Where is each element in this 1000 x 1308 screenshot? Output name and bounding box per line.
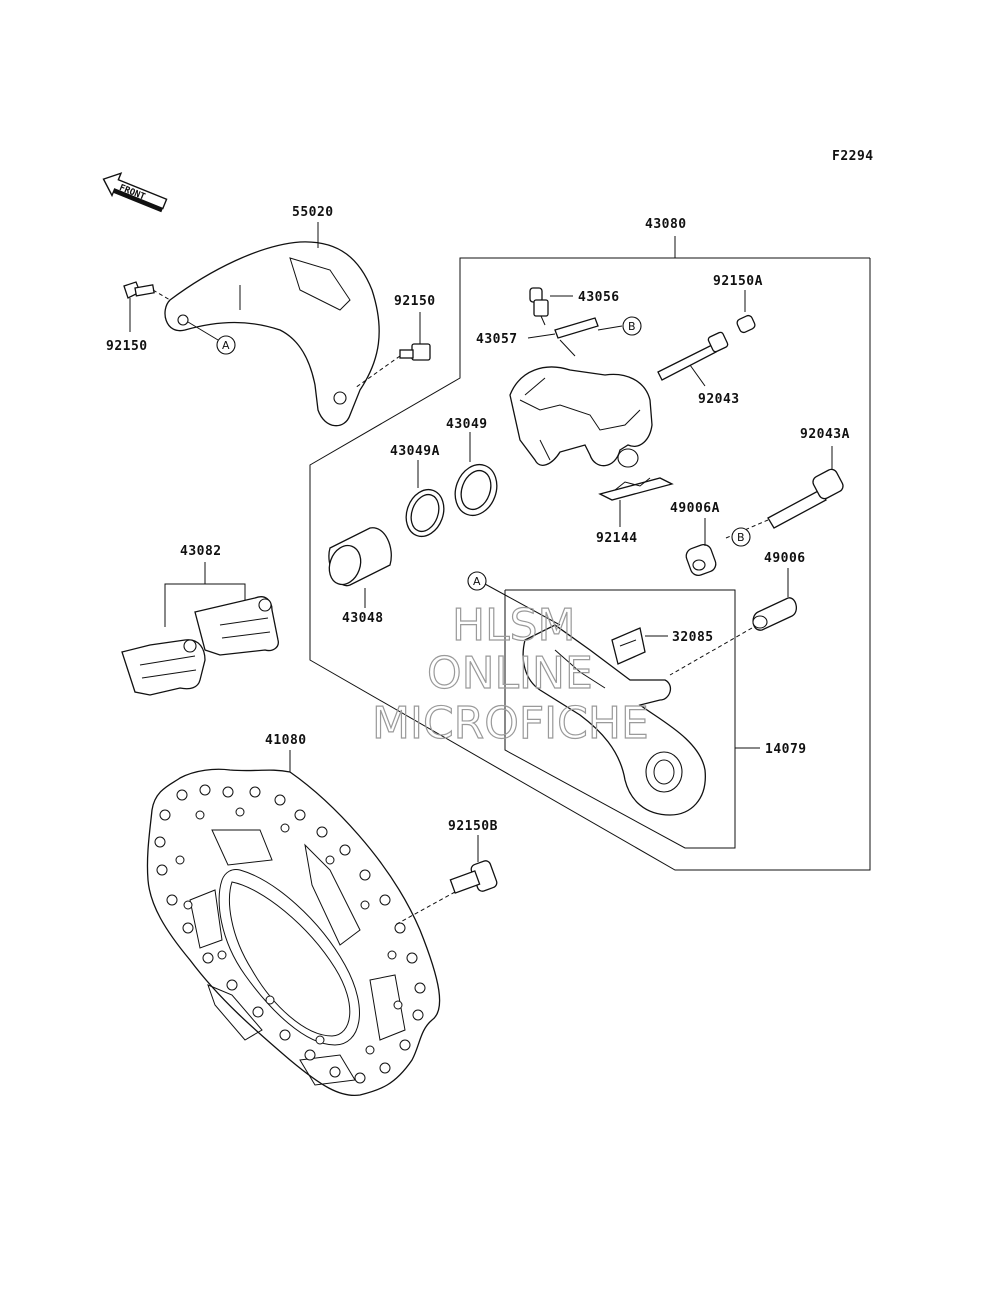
boot-49006 xyxy=(752,597,798,631)
pad-spring-92144 xyxy=(598,477,674,501)
part-label-92144: 92144 xyxy=(596,531,638,546)
caliper-bracket-14079 xyxy=(522,624,706,816)
svg-text:B: B xyxy=(628,320,636,333)
pin-92043 xyxy=(657,331,729,381)
part-label-43057: 43057 xyxy=(476,332,518,347)
callout-a-bracket: A xyxy=(467,571,487,591)
brake-disc-41080 xyxy=(146,768,441,1097)
part-label-49006: 49006 xyxy=(764,551,806,566)
part-label-41080: 41080 xyxy=(265,733,307,748)
piston-43048 xyxy=(328,527,392,587)
watermark-line-3: MICROFICHE xyxy=(372,698,649,749)
part-label-32085: 32085 xyxy=(672,630,714,645)
bolt-92150-left xyxy=(123,281,171,301)
part-label-92043: 92043 xyxy=(698,392,740,407)
part-label-43080: 43080 xyxy=(645,217,687,232)
plug-92150A xyxy=(736,314,756,334)
bracket-subframe xyxy=(504,589,736,849)
callout-b-cap: B xyxy=(622,316,642,336)
brake-pad-front xyxy=(121,639,206,696)
part-label-14079: 14079 xyxy=(765,742,807,757)
dust-seal-43049A xyxy=(405,488,445,538)
watermark-line-1: HLSM xyxy=(452,600,576,651)
caliper-guard-55020 xyxy=(164,241,380,427)
part-label-43082: 43082 xyxy=(180,544,222,559)
bleeder-valve-43056 xyxy=(529,287,549,326)
part-label-92150-right: 92150 xyxy=(394,294,436,309)
part-label-43049A: 43049A xyxy=(390,444,440,459)
disc-bolt-92150B xyxy=(394,860,498,926)
part-label-43049: 43049 xyxy=(446,417,488,432)
part-label-43048: 43048 xyxy=(342,611,384,626)
part-label-92043A: 92043A xyxy=(800,427,850,442)
caliper-body xyxy=(509,366,653,468)
part-label-92150A: 92150A xyxy=(713,274,763,289)
svg-text:A: A xyxy=(473,575,481,588)
pin-92043A xyxy=(767,468,844,529)
svg-text:A: A xyxy=(222,339,230,352)
brake-pad-rear xyxy=(194,596,279,656)
caliper-assembly-frame xyxy=(309,257,871,871)
figure-code: F2294 xyxy=(832,149,874,164)
part-label-92150-left: 92150 xyxy=(106,339,148,354)
part-label-43056: 43056 xyxy=(578,290,620,305)
front-direction-arrow-icon: FRONT xyxy=(102,172,168,213)
callout-a-guard: A xyxy=(216,335,236,355)
watermark: HLSM ONLINE MICROFICHE xyxy=(371,599,649,749)
cap-43057 xyxy=(554,317,599,339)
boot-49006A xyxy=(685,544,717,576)
part-label-92150B: 92150B xyxy=(448,819,498,834)
pad-clip-32085 xyxy=(611,627,646,665)
part-label-55020: 55020 xyxy=(292,205,334,220)
svg-text:B: B xyxy=(737,531,745,544)
callout-b-pin: B xyxy=(731,527,751,547)
watermark-line-2: ONLINE xyxy=(427,648,593,699)
piston-seal-43049 xyxy=(454,463,498,517)
part-label-49006A: 49006A xyxy=(670,501,720,516)
bolt-92150-right xyxy=(354,343,431,389)
